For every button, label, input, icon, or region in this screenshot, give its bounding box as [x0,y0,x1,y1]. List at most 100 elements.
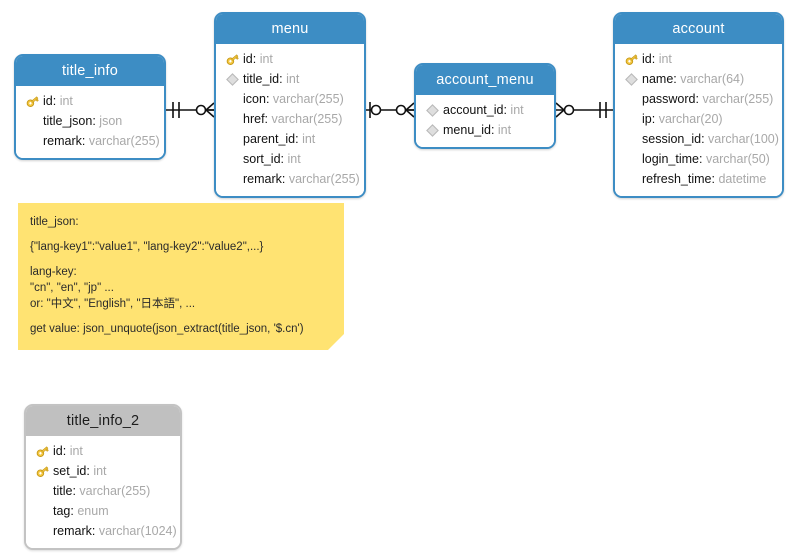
field-separator: : [91,524,99,538]
field-row[interactable]: tag: enum [26,501,180,521]
field-text: icon: varchar(255) [243,92,344,106]
field-type: varchar(255) [288,172,360,186]
field-row[interactable]: ip: varchar(20) [615,109,782,129]
field-row[interactable]: remark: varchar(255) [16,131,164,151]
field-icon-placeholder [223,151,241,167]
field-separator: : [673,72,681,86]
field-row[interactable]: password: varchar(255) [615,89,782,109]
entity-title-menu: menu [216,14,364,44]
primary-key-icon [23,93,41,109]
field-row[interactable]: session_id: varchar(100) [615,129,782,149]
primary-key-icon [33,463,51,479]
field-type: varchar(64) [680,72,745,86]
field-row[interactable]: id: int [216,49,364,69]
field-icon-placeholder [223,131,241,147]
field-name: parent_id [243,132,296,146]
field-separator: : [651,112,659,126]
field-type: varchar(50) [705,152,770,166]
field-text: session_id: varchar(100) [642,132,779,146]
field-name: login_time [642,152,699,166]
field-row[interactable]: name: varchar(64) [615,69,782,89]
field-text: href: varchar(255) [243,112,342,126]
field-row[interactable]: sort_id: int [216,149,364,169]
field-name: remark [43,134,82,148]
field-separator: : [81,134,89,148]
field-type: int [287,152,301,166]
entity-fields-menu: id: int title_id: int icon: varchar(255) hr… [216,44,364,196]
field-type: varchar(255) [702,92,774,106]
field-row[interactable]: refresh_time: datetime [615,169,782,189]
field-row[interactable]: parent_id: int [216,129,364,149]
note-content: title_json:{"lang-key1":"value1", "lang-… [18,203,344,336]
field-name: id [43,94,53,108]
field-type: varchar(20) [658,112,723,126]
sticky-note-note-title-json[interactable]: title_json:{"lang-key1":"value1", "lang-… [18,203,344,350]
field-icon-placeholder [23,133,41,149]
field-row[interactable]: menu_id: int [416,120,554,140]
field-row[interactable]: id: int [16,91,164,111]
field-text: tag: enum [53,504,109,518]
field-text: parent_id: int [243,132,315,146]
relationship-account_menu-account [555,102,613,118]
foreign-key-icon [423,102,441,118]
relationship-menu-account_menu [366,102,415,118]
field-type: varchar(255) [79,484,151,498]
field-icon-placeholder [223,111,241,127]
field-row[interactable]: login_time: varchar(50) [615,149,782,169]
field-name: id [53,444,63,458]
field-icon-placeholder [622,131,640,147]
primary-key-icon [33,443,51,459]
field-row[interactable]: remark: varchar(1024) [26,521,180,541]
field-row[interactable]: id: int [615,49,782,69]
field-text: menu_id: int [443,123,511,137]
entity-fields-account: id: int name: varchar(64) password: varcha… [615,44,782,196]
field-row[interactable]: title_id: int [216,69,364,89]
field-separator: : [698,152,706,166]
field-type: int [69,444,83,458]
field-row[interactable]: remark: varchar(255) [216,169,364,189]
field-text: name: varchar(64) [642,72,744,86]
field-type: varchar(255) [88,134,160,148]
field-separator: : [62,444,70,458]
field-separator: : [651,52,659,66]
field-icon-placeholder [622,171,640,187]
field-row[interactable]: href: varchar(255) [216,109,364,129]
field-text: remark: varchar(255) [243,172,360,186]
foreign-key-icon [622,71,640,87]
field-separator: : [264,112,272,126]
field-icon-placeholder [622,151,640,167]
entity-table-menu[interactable]: menu id: int title_id: int icon: varchar(25… [214,12,366,198]
field-name: remark [53,524,92,538]
field-icon-placeholder [33,483,51,499]
field-name: set_id [53,464,87,478]
field-type: varchar(100) [708,132,779,146]
entity-fields-title_info_2: id: int set_id: int title: varchar(255) tag… [26,436,180,548]
field-row[interactable]: set_id: int [26,461,180,481]
field-row[interactable]: icon: varchar(255) [216,89,364,109]
field-name: ip [642,112,652,126]
field-row[interactable]: title: varchar(255) [26,481,180,501]
primary-key-icon [622,51,640,67]
field-name: menu_id [443,123,491,137]
field-separator: : [711,172,719,186]
field-row[interactable]: account_id: int [416,100,554,120]
field-row[interactable]: id: int [26,441,180,461]
field-separator: : [252,52,260,66]
field-separator: : [265,92,273,106]
field-icon-placeholder [23,113,41,129]
field-separator: : [86,464,94,478]
field-text: title_id: int [243,72,299,86]
field-type: int [59,94,73,108]
field-text: id: int [53,444,83,458]
field-separator: : [279,72,287,86]
foreign-key-icon [223,71,241,87]
field-row[interactable]: title_json: json [16,111,164,131]
field-icon-placeholder [622,91,640,107]
field-text: title: varchar(255) [53,484,150,498]
field-name: refresh_time [642,172,712,186]
